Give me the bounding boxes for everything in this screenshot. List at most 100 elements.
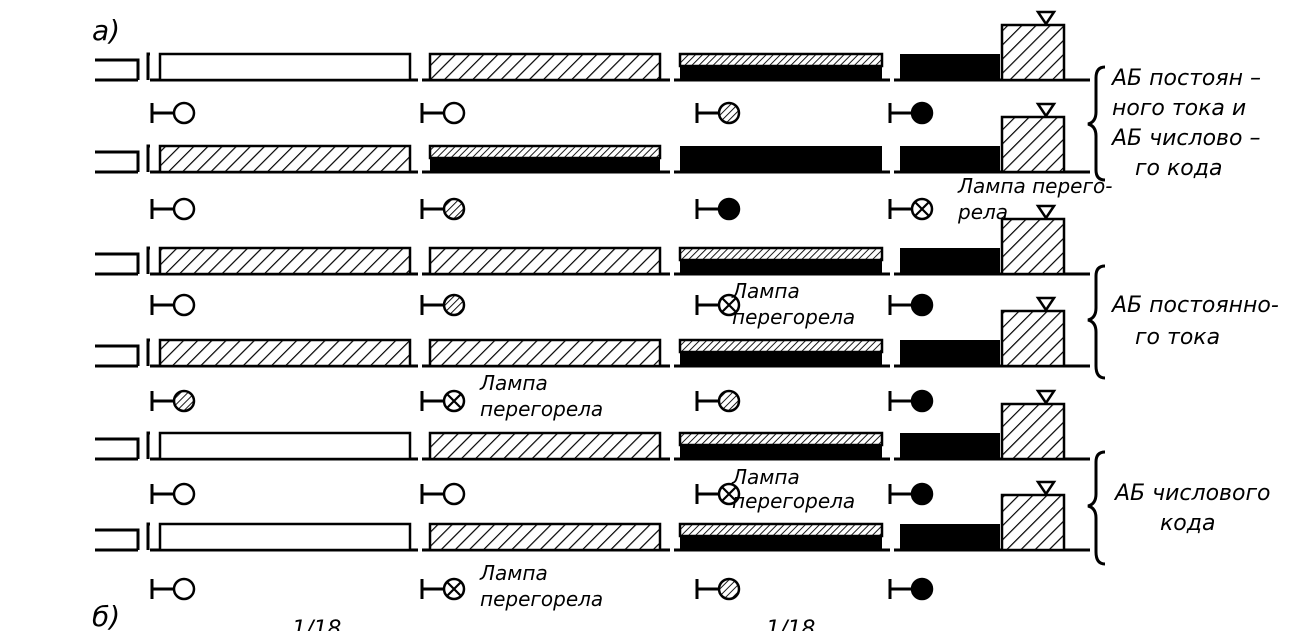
train-car xyxy=(1000,23,1066,82)
signal-hatched xyxy=(420,293,466,317)
train-marker-triangle xyxy=(1035,204,1057,221)
block-section-free xyxy=(158,522,412,552)
group-brace-3: АБ числового кода xyxy=(1087,450,1271,566)
group-2-line-1: АБ постоянно- xyxy=(1110,293,1279,318)
part-a-label: а) xyxy=(92,14,120,47)
group-2-line-2: го тока xyxy=(1135,325,1220,350)
block-section-half-hatched xyxy=(678,522,884,538)
signal-open xyxy=(150,197,196,221)
block-section-occupied xyxy=(900,54,1000,80)
train-marker-triangle xyxy=(1035,10,1057,27)
block-section-hatched xyxy=(428,431,662,461)
signal-hatched xyxy=(150,389,196,413)
signal-filled xyxy=(888,389,934,413)
group-1-line-4: го кода xyxy=(1135,156,1222,181)
signal-lamp-icon xyxy=(910,101,934,125)
block-section-free xyxy=(158,431,412,461)
burnt-lamp-caption-line1: Лампа xyxy=(479,371,548,395)
signal-hatched xyxy=(695,577,741,601)
block-section-hatched xyxy=(428,338,662,368)
block-section-half-solid xyxy=(680,66,882,80)
train-marker-triangle xyxy=(1035,389,1057,406)
block-section-half-hatched xyxy=(678,52,884,68)
track-row xyxy=(95,296,1090,413)
train-car xyxy=(1000,217,1066,276)
signal-lamp-icon xyxy=(442,101,466,125)
block-section-half-hatched xyxy=(678,338,884,354)
block-section-hatched xyxy=(158,144,412,174)
bottom-fraction-2: 1/18 xyxy=(766,617,815,631)
burnt-lamp-caption-line2: перегорела xyxy=(480,587,603,611)
block-section-hatched xyxy=(158,246,412,276)
block-section-half-hatched xyxy=(678,246,884,262)
burnt-lamp-caption-line1: Лампа xyxy=(731,465,800,489)
track-row xyxy=(95,10,1090,125)
part-b-label: б) xyxy=(92,600,120,631)
block-section-half-solid xyxy=(680,260,882,274)
train-car xyxy=(1000,402,1066,461)
signal-hatched xyxy=(420,197,466,221)
signal-filled xyxy=(888,293,934,317)
block-section-hatched xyxy=(428,246,662,276)
block-section-hatched xyxy=(158,338,412,368)
group-brace-1: АБ постоян – ного тока и АБ числово – го… xyxy=(1087,65,1261,182)
train-car xyxy=(1000,309,1066,368)
signal-lamp-icon xyxy=(442,197,466,221)
burnt-lamp-caption-line2: перегорела xyxy=(480,397,603,421)
signal-lamp-icon xyxy=(717,101,741,125)
signal-hatched xyxy=(695,101,741,125)
burnt-lamp-cross-icon xyxy=(721,486,737,502)
block-section-half-hatched xyxy=(428,144,662,160)
burnt-lamp-caption-line1: Лампа перего- xyxy=(957,174,1112,198)
signal-filled xyxy=(888,101,934,125)
signal-lamp-icon xyxy=(172,389,196,413)
track-row xyxy=(95,480,1090,601)
bottom-fraction-1: 1/18 xyxy=(292,617,341,631)
block-section-free xyxy=(158,52,412,82)
block-section-occupied xyxy=(900,146,1000,172)
signal-lamp-icon xyxy=(910,293,934,317)
burnt-lamp-caption-line2: перегорела xyxy=(732,305,855,329)
block-section-occupied xyxy=(900,248,1000,274)
signal-lamp-icon xyxy=(717,389,741,413)
train-car xyxy=(1000,115,1066,174)
block-section-occupied xyxy=(680,146,882,172)
signal-lamp-icon xyxy=(442,293,466,317)
signal-lamp-icon xyxy=(172,577,196,601)
group-3-line-2: кода xyxy=(1160,511,1215,536)
signal-lamp-icon xyxy=(910,482,934,506)
signal-burnt xyxy=(695,293,741,317)
signal-burnt xyxy=(420,389,466,413)
block-section-occupied xyxy=(900,524,1000,550)
signal-open xyxy=(150,482,196,506)
signal-filled xyxy=(888,482,934,506)
block-section-half-solid xyxy=(680,536,882,550)
track-row xyxy=(95,102,1090,221)
block-section-hatched xyxy=(428,522,662,552)
burnt-lamp-cross-icon xyxy=(721,297,737,313)
signal-hatched xyxy=(695,389,741,413)
block-section-occupied xyxy=(900,433,1000,459)
signal-burnt xyxy=(888,197,934,221)
signal-burnt xyxy=(695,482,741,506)
burnt-lamp-caption-line1: Лампа xyxy=(479,561,548,585)
block-section-hatched xyxy=(428,52,662,82)
signal-lamp-icon xyxy=(442,482,466,506)
signal-lamp-icon xyxy=(172,101,196,125)
block-section-half-hatched xyxy=(678,431,884,447)
block-section-half-solid xyxy=(680,352,882,366)
block-section-half-solid xyxy=(680,445,882,459)
signal-lamp-icon xyxy=(172,293,196,317)
track-rows: ЛампаперегорелаЛампаперегорелаЛампаперег… xyxy=(95,10,1112,611)
burnt-lamp-caption-line2: рела xyxy=(957,200,1008,224)
group-3-line-1: АБ числового xyxy=(1113,481,1271,506)
group-1-line-1: АБ постоян – xyxy=(1110,66,1261,91)
burnt-lamp-caption-line1: Лампа xyxy=(731,279,800,303)
train-marker-triangle xyxy=(1035,480,1057,497)
track-row xyxy=(95,389,1090,506)
burnt-lamp-cross-icon xyxy=(914,201,930,217)
burnt-lamp-caption-line2: перегорела xyxy=(732,489,855,513)
signal-open xyxy=(420,101,466,125)
group-brace-2: АБ постоянно- го тока xyxy=(1087,264,1279,380)
signal-lamp-icon xyxy=(910,577,934,601)
